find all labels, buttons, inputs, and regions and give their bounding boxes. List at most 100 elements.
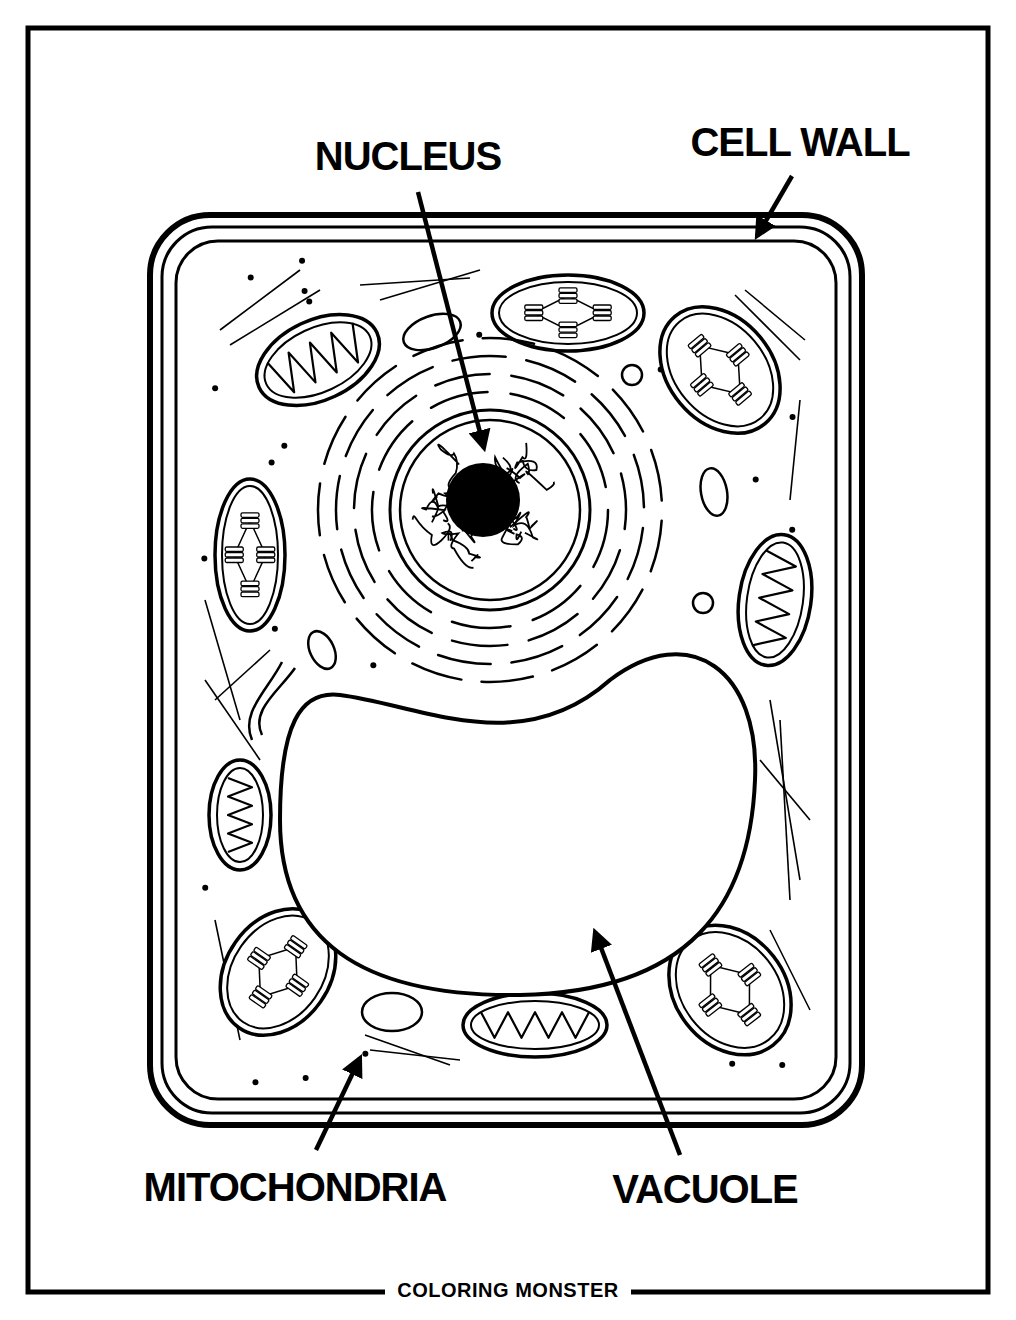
- granum: [697, 382, 714, 397]
- granum: [559, 288, 577, 293]
- endoplasmic-reticulum: [318, 484, 320, 536]
- granum: [241, 581, 259, 586]
- granum: [257, 553, 275, 558]
- granum: [257, 547, 275, 552]
- endoplasmic-reticulum: [483, 338, 534, 344]
- endoplasmic-reticulum: [553, 350, 598, 376]
- nucleolus: [446, 463, 520, 537]
- ribosome-dot: [303, 1075, 309, 1081]
- granum: [241, 587, 259, 592]
- endoplasmic-reticulum: [372, 492, 379, 550]
- endoplasmic-reticulum: [580, 597, 617, 635]
- cell-membrane: [176, 241, 836, 1099]
- granum: [705, 1002, 722, 1017]
- endoplasmic-reticulum: [511, 646, 562, 662]
- endoplasmic-reticulum: [621, 474, 626, 529]
- mitochondrion-inner: [739, 539, 811, 662]
- chloroplast: [215, 479, 285, 631]
- chloroplast-outer: [215, 479, 285, 631]
- mitochondrion-outer: [209, 760, 271, 870]
- endoplasmic-reticulum: [324, 417, 345, 464]
- ribosome-dot: [476, 332, 482, 338]
- endoplasmic-reticulum: [581, 409, 614, 454]
- ribosome-dot: [362, 1051, 368, 1057]
- endoplasmic-reticulum: [377, 614, 419, 646]
- golgi-tube: [249, 662, 295, 740]
- ribosome-dot: [272, 626, 278, 632]
- leader-arrow: [757, 176, 792, 236]
- vesicle: [622, 365, 642, 385]
- cristae: [228, 778, 252, 852]
- mitochondrion-outer: [730, 530, 820, 671]
- mitochondrion-inner: [253, 307, 383, 413]
- stroma-lamella: [241, 934, 314, 1011]
- endoplasmic-reticulum: [612, 590, 643, 632]
- endoplasmic-reticulum: [355, 530, 374, 582]
- cytoskeleton-fiber: [220, 270, 300, 330]
- granum: [525, 305, 543, 310]
- cell-wall: [150, 215, 862, 1125]
- ribosome-dot: [248, 274, 254, 280]
- endoplasmic-reticulum: [511, 376, 563, 396]
- endoplasmic-reticulum: [613, 390, 643, 432]
- granum: [225, 547, 243, 552]
- granum: [525, 311, 543, 316]
- endoplasmic-reticulum: [431, 392, 488, 408]
- mitochondrion: [209, 760, 271, 870]
- chromatin: [422, 502, 445, 523]
- cristae: [481, 1012, 589, 1038]
- ribosome-dot: [729, 1061, 735, 1067]
- cytoskeleton-fiber: [380, 270, 480, 300]
- cristae: [752, 550, 797, 650]
- endoplasmic-reticulum: [651, 521, 662, 572]
- endoplasmic-reticulum: [387, 599, 431, 633]
- granum: [241, 524, 259, 529]
- granum: [593, 305, 611, 310]
- chloroplast-outer: [635, 283, 805, 457]
- mitochondrion: [730, 530, 820, 671]
- endoplasmic-reticulum: [592, 394, 625, 436]
- ribosome-dot: [299, 258, 305, 264]
- page-frame: [28, 28, 988, 1292]
- endoplasmic-reticulum: [341, 550, 363, 598]
- granum: [744, 972, 761, 987]
- granum: [241, 513, 259, 518]
- nuclear-envelope-inner: [400, 420, 580, 600]
- granum: [559, 322, 577, 327]
- organelles: [196, 258, 819, 1085]
- endoplasmic-reticulum: [552, 645, 597, 671]
- leader-arrow: [418, 192, 484, 448]
- ribosome-dot: [790, 414, 796, 420]
- endoplasmic-reticulum: [452, 622, 511, 628]
- chromatin: [448, 533, 480, 561]
- granum: [284, 944, 301, 958]
- vacuole: [280, 654, 755, 995]
- ribosome-dot: [302, 288, 308, 294]
- granum: [249, 994, 266, 1008]
- nuclear-envelope: [390, 410, 590, 610]
- endoplasmic-reticulum: [435, 374, 489, 385]
- endoplasmic-reticulum: [412, 663, 461, 679]
- vesicle: [693, 593, 713, 613]
- endoplasmic-reticulum: [593, 550, 620, 599]
- granum: [241, 518, 259, 523]
- cytoskeleton-fiber: [780, 720, 790, 900]
- ribosome-dot: [370, 662, 376, 668]
- granum: [285, 983, 302, 997]
- ribosome-dot: [202, 885, 208, 891]
- mitochondrion-outer: [242, 296, 394, 423]
- mitochondrion-inner: [217, 768, 263, 862]
- endoplasmic-reticulum: [593, 510, 608, 567]
- ribosome-dot: [212, 385, 218, 391]
- granum: [735, 391, 752, 406]
- vesicle: [697, 466, 731, 518]
- leader-arrow: [316, 1058, 360, 1150]
- cytoskeleton-fiber: [370, 1050, 460, 1060]
- chloroplast: [635, 283, 805, 457]
- endoplasmic-reticulum: [438, 655, 491, 664]
- granum: [593, 311, 611, 316]
- endoplasmic-reticulum: [526, 360, 575, 381]
- chloroplast-inner: [645, 293, 795, 447]
